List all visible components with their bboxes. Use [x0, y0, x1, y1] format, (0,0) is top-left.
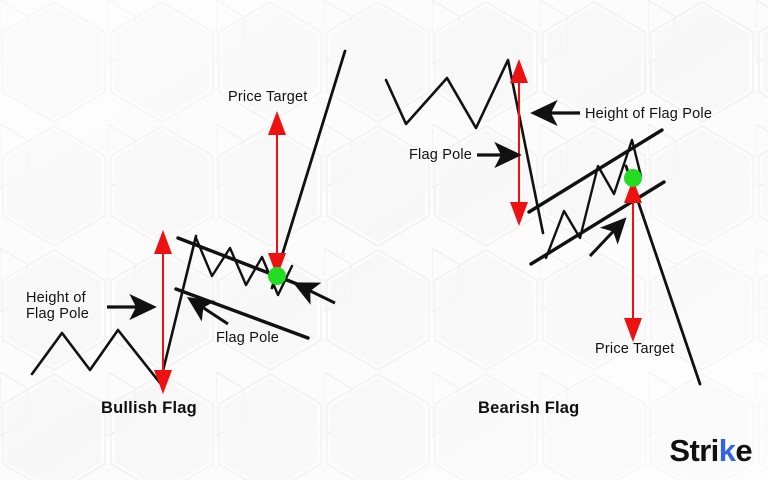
- bullish-flag-caption: Bullish Flag: [101, 399, 197, 417]
- bullish-breakout-pointer-icon: [292, 282, 336, 305]
- strike-logo-text-primary: Stri: [669, 433, 719, 468]
- bearish-channel-upper-trendline: [527, 128, 664, 214]
- strike-logo-text-accent: k: [718, 433, 736, 468]
- bullish-flag-consolidation-zigzag: [194, 236, 294, 297]
- bullish-flag-pole-label: Flag Pole: [216, 330, 280, 346]
- bearish-breakdown-pointer-icon: [588, 217, 627, 258]
- bullish-height-of-flag-pole-label: Height of Flag Pole: [26, 290, 90, 323]
- bearish-price-line: [384, 58, 545, 235]
- bullish-breakout-line: [270, 49, 347, 290]
- bearish-height-of-flag-pole-label: Height of Flag Pole: [585, 106, 713, 122]
- strike-logo: Strike: [669, 435, 752, 466]
- strike-logo-text-suffix: e: [735, 433, 752, 468]
- bearish-channel-lower-trendline: [529, 180, 666, 266]
- bearish-breakdown-point-dot: [624, 169, 642, 187]
- bullish-flag-group: [30, 49, 347, 394]
- bearish-flag-channel: [527, 128, 666, 266]
- bearish-price-target-label: Price Target: [595, 341, 675, 357]
- bearish-price-target-measure: [624, 179, 642, 342]
- bearish-flag-group: [384, 58, 702, 386]
- bearish-flag-caption: Bearish Flag: [478, 399, 580, 417]
- bullish-price-target-measure: [268, 111, 286, 277]
- bullish-flag-channel: [174, 236, 312, 340]
- bearish-flag-consolidation-zigzag: [544, 138, 643, 260]
- bullish-breakout-point-dot: [268, 267, 286, 285]
- bullish-price-target-label: Price Target: [228, 89, 308, 105]
- bearish-flag-pole-label: Flag Pole: [409, 147, 473, 163]
- bullish-height-of-flag-pole-measure: [154, 230, 172, 394]
- bullish-flag-pole-pointer-icon: [186, 297, 229, 326]
- bullish-price-line: [30, 234, 198, 385]
